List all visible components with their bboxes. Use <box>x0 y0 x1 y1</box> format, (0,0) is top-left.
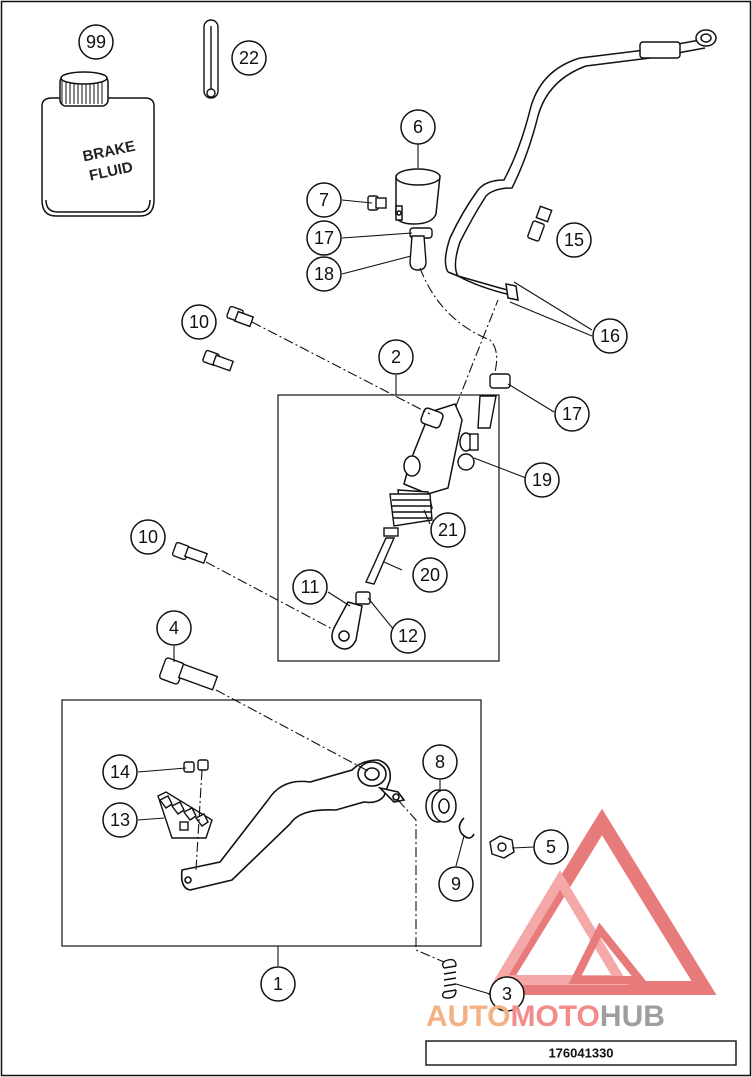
callout-circle-8 <box>422 744 458 780</box>
callout-17-mid: 17 <box>562 404 582 424</box>
callout-9: 9 <box>451 874 461 894</box>
callout-circle-13 <box>102 802 138 838</box>
callout-circle-19 <box>524 462 560 498</box>
callout-circle-12 <box>390 618 426 654</box>
callout-circle-20 <box>412 557 448 593</box>
callout-circle-10b <box>130 519 166 555</box>
clevis-part <box>331 601 363 650</box>
callout-7: 7 <box>319 190 329 210</box>
watermark-text: AUTOMOTOHUB <box>426 1000 665 1033</box>
callout-99: 99 <box>86 32 106 52</box>
callout-20: 20 <box>420 565 440 585</box>
callout-22: 22 <box>239 48 259 68</box>
bolt-part-10-long <box>171 541 209 565</box>
nut-part-5 <box>489 835 515 859</box>
drawing-code: 176041330 <box>548 1046 613 1061</box>
callout-circle-10a <box>181 304 217 340</box>
spring-part <box>441 958 457 999</box>
callout-17-top: 17 <box>314 228 334 248</box>
callout-circle-3 <box>489 976 525 1012</box>
pedal-step-part <box>157 791 213 839</box>
drawing-code-box <box>425 1040 737 1066</box>
nut-part-12 <box>355 591 371 605</box>
screw-part-10-second <box>202 349 235 372</box>
bearing-part <box>425 789 457 823</box>
callout-2: 2 <box>391 347 401 367</box>
screw-part-19 <box>457 433 479 471</box>
assembly-lines <box>195 267 499 963</box>
circlip-part <box>458 817 475 839</box>
brake-line <box>444 29 717 301</box>
callout-19: 19 <box>532 470 552 490</box>
cotter-pin-part <box>203 19 219 99</box>
callout-12: 12 <box>398 626 418 646</box>
callout-10-top: 10 <box>189 312 209 332</box>
callout-15: 15 <box>564 230 584 250</box>
callout-circle-17a <box>306 220 342 256</box>
screw-part-14 <box>183 759 209 773</box>
callout-circle-17b <box>554 396 590 432</box>
callout-circle-9 <box>438 866 474 902</box>
callout-16: 16 <box>600 326 620 346</box>
banjo-bolt-part <box>527 205 553 242</box>
brake-pedal-assembly-box <box>61 699 482 947</box>
callout-circle-7 <box>306 182 342 218</box>
callout-18: 18 <box>314 264 334 284</box>
callout-13: 13 <box>110 810 130 830</box>
screw-part-10-top <box>226 305 255 328</box>
reservoir-hose <box>409 235 427 271</box>
brake-fluid-bottle <box>41 71 155 217</box>
callout-circle-22 <box>231 40 267 76</box>
callout-4: 4 <box>169 618 179 638</box>
callout-circle-21 <box>430 512 466 548</box>
bolt-part-4 <box>158 657 219 691</box>
leader-lines <box>137 144 593 995</box>
callout-14: 14 <box>110 762 130 782</box>
callout-circle-6 <box>400 109 436 145</box>
callout-8: 8 <box>435 752 445 772</box>
callout-circle-5 <box>533 829 569 865</box>
watermark-logo <box>487 808 717 995</box>
callout-circle-4 <box>156 610 192 646</box>
callout-circle-2 <box>378 339 414 375</box>
callout-circle-18 <box>306 256 342 292</box>
callout-circle-1 <box>260 966 296 1002</box>
callout-circle-16 <box>592 318 628 354</box>
hose-clamp-mid <box>477 373 511 429</box>
master-cylinder-assembly-box <box>277 394 500 662</box>
callout-10-mid: 10 <box>138 527 158 547</box>
callout-21: 21 <box>438 520 458 540</box>
callout-circle-11 <box>292 569 328 605</box>
callout-1: 1 <box>273 974 283 994</box>
rubber-boot-part <box>389 493 433 527</box>
callout-circle-15 <box>556 222 592 258</box>
callout-3: 3 <box>502 984 512 1004</box>
callout-6: 6 <box>413 117 423 137</box>
callout-circle-14 <box>102 754 138 790</box>
callout-circle-99 <box>78 24 114 60</box>
reservoir-part <box>395 168 441 225</box>
brake-pedal-part <box>180 759 406 891</box>
push-rod-part <box>365 527 399 585</box>
callout-11: 11 <box>301 577 320 597</box>
callout-5: 5 <box>546 837 556 857</box>
